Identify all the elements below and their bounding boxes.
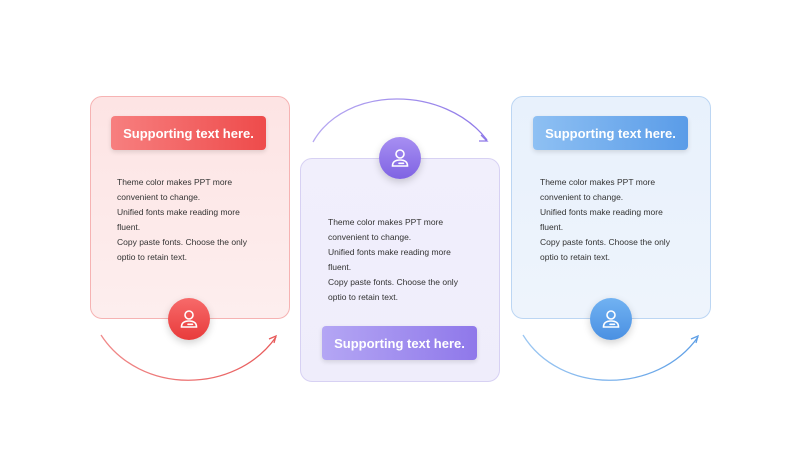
card-3-line: fluent.	[540, 222, 564, 232]
card-2-line: Unified fonts make reading more	[328, 247, 451, 257]
card-1-line: Unified fonts make reading more	[117, 207, 240, 217]
card-1-line: optio to retain text.	[117, 252, 187, 262]
arc-purple	[312, 98, 488, 143]
card-1-body: Theme color makes PPT more convenient to…	[117, 175, 247, 265]
card-2-body: Theme color makes PPT more convenient to…	[328, 215, 458, 305]
user-icon	[168, 298, 210, 340]
arrowhead-purple	[479, 134, 489, 142]
card-1-line: fluent.	[117, 222, 141, 232]
user-icon	[379, 137, 421, 179]
card-3-body: Theme color makes PPT more convenient to…	[540, 175, 670, 265]
card-3-line: Theme color makes PPT more	[540, 177, 656, 187]
arrowhead-red	[268, 334, 278, 344]
arc-blue	[522, 334, 699, 381]
card-2-line: optio to retain text.	[328, 292, 398, 302]
card-1-line: convenient to change.	[117, 192, 201, 202]
user-icon	[590, 298, 632, 340]
arc-red	[100, 334, 277, 381]
arrowhead-blue	[690, 334, 700, 344]
card-3-line: Unified fonts make reading more	[540, 207, 663, 217]
card-3-line: optio to retain text.	[540, 252, 610, 262]
card-1-line: Theme color makes PPT more	[117, 177, 233, 187]
card-2-line: Theme color makes PPT more	[328, 217, 444, 227]
card-3-line: convenient to change.	[540, 192, 624, 202]
supporting-text-button-3[interactable]: Supporting text here.	[533, 116, 688, 150]
card-2-line: Copy paste fonts. Choose the only	[328, 277, 458, 287]
supporting-text-button-1[interactable]: Supporting text here.	[111, 116, 266, 150]
supporting-text-button-2[interactable]: Supporting text here.	[322, 326, 477, 360]
card-1-line: Copy paste fonts. Choose the only	[117, 237, 247, 247]
card-3-line: Copy paste fonts. Choose the only	[540, 237, 670, 247]
card-2-line: convenient to change.	[328, 232, 412, 242]
card-2-line: fluent.	[328, 262, 352, 272]
